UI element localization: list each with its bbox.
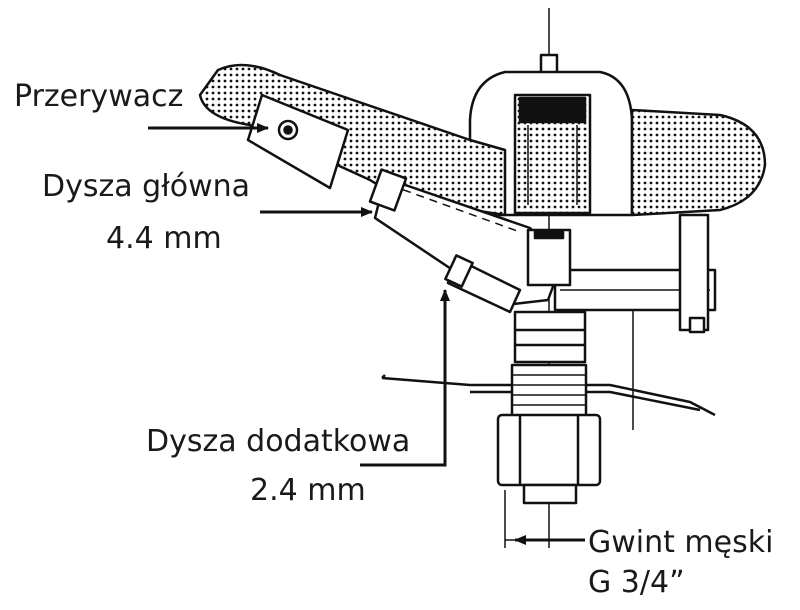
interrupter-plate xyxy=(246,93,350,190)
thread-tube xyxy=(510,363,588,419)
hex-nut xyxy=(496,413,602,487)
arrow-aux-nozzle xyxy=(360,289,450,467)
main-nozzle-body xyxy=(373,176,564,307)
label-thread-size: G 3/4” xyxy=(588,565,685,600)
label-main-nozzle-size: 4.4 mm xyxy=(106,221,222,256)
counterweight xyxy=(630,108,767,217)
main-nozzle-tip xyxy=(368,168,408,212)
label-main-nozzle: Dysza główna xyxy=(42,169,251,204)
thread-end xyxy=(522,483,578,505)
body-collar xyxy=(513,310,587,364)
spring-cap xyxy=(518,96,587,124)
label-interrupter: Przerywacz xyxy=(14,79,184,114)
label-thread: Gwint męski xyxy=(588,525,774,560)
label-aux-nozzle: Dysza dodatkowa xyxy=(146,424,411,459)
label-aux-nozzle-size: 2.4 mm xyxy=(250,473,366,508)
